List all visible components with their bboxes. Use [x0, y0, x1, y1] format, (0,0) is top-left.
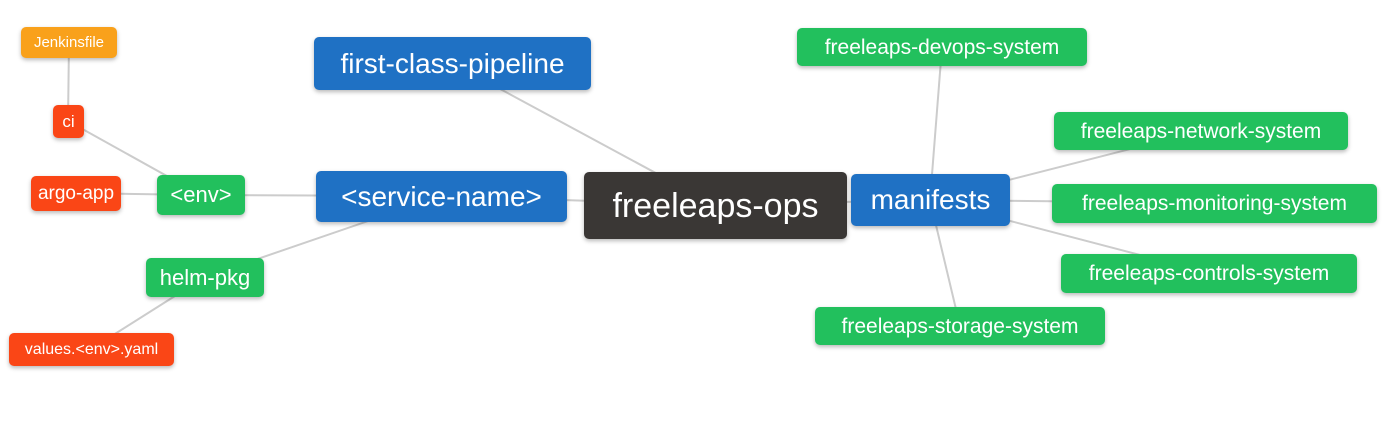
node-manifests[interactable]: manifests [851, 174, 1010, 226]
node-argo-app[interactable]: argo-app [31, 176, 121, 211]
node-freeleaps-storage-system[interactable]: freeleaps-storage-system [815, 307, 1105, 345]
node-service-name[interactable]: <service-name> [316, 171, 567, 222]
node-env[interactable]: <env> [157, 175, 245, 215]
node-jenkinsfile[interactable]: Jenkinsfile [21, 27, 117, 58]
node-helm-pkg[interactable]: helm-pkg [146, 258, 264, 297]
node-freeleaps-controls-system[interactable]: freeleaps-controls-system [1061, 254, 1357, 293]
node-freeleaps-monitoring-system[interactable]: freeleaps-monitoring-system [1052, 184, 1377, 223]
node-values-env-yaml[interactable]: values.<env>.yaml [9, 333, 174, 366]
node-freeleaps-devops-system[interactable]: freeleaps-devops-system [797, 28, 1087, 66]
node-freeleaps-network-system[interactable]: freeleaps-network-system [1054, 112, 1348, 150]
node-first-class-pipeline[interactable]: first-class-pipeline [314, 37, 591, 90]
node-freeleaps-ops-root[interactable]: freeleaps-ops [584, 172, 847, 239]
node-ci[interactable]: ci [53, 105, 84, 138]
